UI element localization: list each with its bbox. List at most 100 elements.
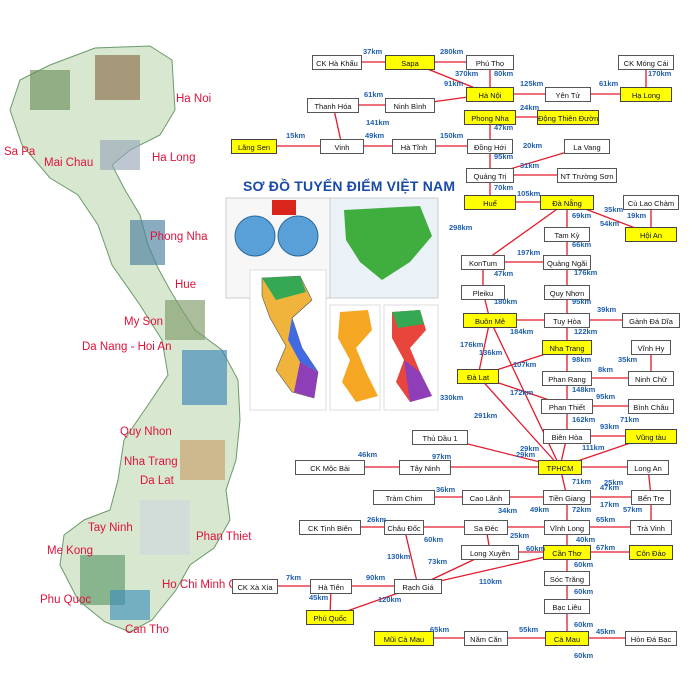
distance-label: 46km [358, 450, 378, 459]
inset-vn-center [288, 318, 318, 372]
route-node: Trà Vinh [630, 519, 672, 535]
city-label: Phu Quoc [40, 594, 92, 606]
inset-asia-shape [344, 206, 432, 280]
distance-label: 69km [572, 211, 592, 220]
distance-label: 141km [366, 118, 390, 127]
route-node: Vũng tàu [625, 428, 677, 444]
route-node: Hội An [625, 226, 677, 242]
distance-label: 70km [494, 183, 514, 192]
photo-tile [140, 500, 190, 555]
route-node: Hà Tiên [310, 578, 352, 594]
distance-label: 8km [598, 365, 614, 374]
route-node: Lăng Sen [231, 138, 277, 154]
distance-label: 17km [600, 500, 620, 509]
city-label: Nha Trang [124, 456, 178, 468]
distance-label: 122km [574, 327, 598, 336]
city-label: Ha Noi [176, 93, 212, 105]
distance-label: 162km [572, 415, 596, 424]
distance-label: 71km [620, 415, 640, 424]
route-node: Bình Châu [628, 398, 674, 414]
city-label: Da Nang - Hoi An [82, 341, 172, 353]
distance-label: 130km [387, 552, 411, 561]
city-label: Sa Pa [4, 146, 36, 158]
map-photo-tiles [30, 55, 227, 620]
distance-label: 105km [517, 189, 541, 198]
route-node: CK Hà Khẩu [312, 54, 362, 70]
distance-label: 73km [428, 557, 448, 566]
city-label: Ho Chi Minh City [162, 579, 249, 591]
route-node: Phú Quốc [306, 609, 354, 625]
photo-tile [182, 350, 227, 405]
route-node: Biên Hòa [543, 428, 591, 444]
distance-label: 36km [436, 485, 456, 494]
route-node: Cà Mau [545, 630, 589, 646]
vietnam-flag [272, 200, 296, 215]
route-node: Phan Thiết [541, 398, 593, 414]
distance-label: 7km [286, 573, 302, 582]
distance-label: 60km [574, 651, 594, 660]
distance-label: 180km [494, 297, 518, 306]
city-label: Phan Thiet [196, 531, 252, 543]
route-node: Thanh Hóa [307, 97, 359, 113]
distance-label: 24km [520, 103, 540, 112]
photo-tile [100, 140, 140, 170]
distance-label: 150km [440, 131, 464, 140]
photo-tile [95, 55, 140, 100]
route-node: Năm Căn [464, 630, 508, 646]
route-node: CK Mộc Bài [295, 459, 365, 475]
distance-label: 45km [309, 593, 329, 602]
distance-label: 93km [600, 422, 620, 431]
city-label: Hue [175, 279, 197, 291]
distance-label: 370km [455, 69, 479, 78]
route-node: KonTum [461, 254, 505, 270]
route-node: Yên Tử [545, 86, 591, 102]
distance-label: 29km [520, 444, 540, 453]
photo-tile [180, 440, 225, 480]
route-node: TPHCM [538, 459, 582, 475]
inset-colored-map-north [392, 310, 424, 328]
distance-label: 95km [494, 152, 514, 161]
distance-label: 34km [498, 506, 518, 515]
distance-label: 40km [576, 535, 596, 544]
distance-label: 61km [364, 90, 384, 99]
route-node: Đồng Hới [467, 138, 513, 154]
distance-label: 35km [618, 355, 638, 364]
distance-label: 20km [523, 141, 543, 150]
route-node: Ninh Bình [385, 97, 435, 113]
route-node: Phú Thọ [466, 54, 514, 70]
city-label: Da Lat [140, 475, 174, 487]
route-node: Quy Nhơn [544, 284, 590, 300]
distance-label: 170km [648, 69, 672, 78]
diagram-title: SƠ ĐỒ TUYẾN ĐIỂM VIỆT NAM [243, 178, 456, 194]
route-node: Tuy Hòa [544, 312, 590, 328]
route-node: Thủ Dầu 1 [412, 429, 468, 445]
route-node: Phong Nha [464, 109, 516, 125]
route-node: CK Móng Cái [618, 54, 674, 70]
photo-tile [165, 300, 205, 340]
route-node: Bạc Liêu [544, 598, 590, 614]
distance-label: 37km [363, 47, 383, 56]
distance-label: 91km [444, 79, 464, 88]
inset-maps [225, 197, 439, 411]
distance-label: 95km [572, 297, 592, 306]
distance-label: 19km [627, 211, 647, 220]
distance-label: 65km [596, 515, 616, 524]
photo-tile [130, 220, 165, 265]
route-node: Hà Tĩnh [392, 138, 436, 154]
inset-globe-right [277, 215, 319, 257]
distance-label: 98km [572, 355, 592, 364]
route-node: La Vang [564, 138, 610, 154]
distance-label: 49km [530, 505, 550, 514]
route-node: Cù Lao Chàm [623, 194, 679, 210]
distance-label: 107km [513, 360, 537, 369]
route-node: Tây Ninh [399, 459, 451, 475]
route-node: CK Xà Xía [232, 578, 278, 594]
distance-label: 184km [510, 327, 534, 336]
route-node: Long Xuyên [461, 544, 519, 560]
route-node: Bến Tre [631, 489, 671, 505]
distance-label: 120km [378, 595, 402, 604]
route-node: Hòn Đá Bạc [625, 630, 677, 646]
city-label: Ha Long [152, 152, 196, 164]
route-node: Quảng Trị [466, 167, 514, 183]
